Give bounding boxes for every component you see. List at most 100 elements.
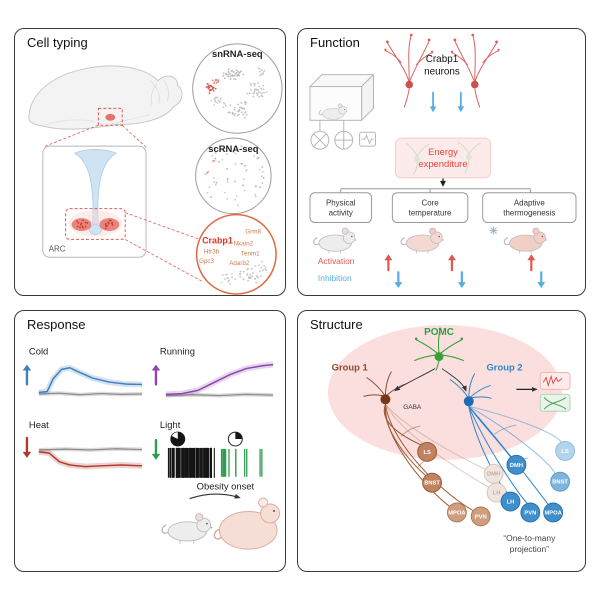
gaba-arrow-to-group2	[441, 368, 467, 392]
svg-text:Core: Core	[421, 199, 439, 208]
pomc-neuron-icon	[413, 327, 465, 371]
target-group2-dmh: DMH	[506, 454, 527, 475]
svg-text:MPOA: MPOA	[545, 510, 562, 516]
arc-region-highlight	[105, 113, 116, 121]
activation-label: Activation	[318, 256, 355, 266]
zoom-guide-right	[121, 124, 147, 148]
zoom-guide-left	[42, 124, 99, 148]
crabp1-neurons-label2: neurons	[424, 67, 460, 78]
response-illustration: Cold Running Heat Light Obesity onset	[22, 346, 280, 550]
svg-text:DMH: DMH	[487, 472, 500, 478]
target-group1-pvn: PVN	[470, 506, 491, 527]
snrnaseq-inset: snRNA-seq	[192, 43, 283, 134]
svg-text:PVN: PVN	[475, 514, 487, 520]
ephys-trace-icon	[539, 372, 571, 390]
respirometry-icon	[310, 120, 376, 150]
target-group2-bnst: BNST	[550, 471, 571, 492]
mouse-brain-icon	[28, 65, 183, 130]
svg-text:LH: LH	[493, 491, 501, 497]
obesity-arrow	[189, 493, 241, 500]
gene-label: Adarb2	[229, 260, 250, 267]
panel-response: Response Cold Running Heat Light Obesity…	[14, 310, 286, 572]
panel-title-function: Function	[310, 35, 360, 50]
energy-expenditure-label: Energy	[428, 146, 458, 157]
running-label: Running	[160, 346, 195, 357]
light-label: Light	[160, 419, 181, 430]
scrnaseq-label: scRNA-seq	[208, 143, 258, 154]
panel-structure: Structure	[297, 310, 586, 572]
target-group2-mpoa: MPOA	[543, 502, 564, 523]
svg-text:thermogenesis: thermogenesis	[503, 209, 555, 218]
target-group2-ls: LS	[555, 441, 575, 461]
panel-title-cell-typing: Cell typing	[27, 35, 88, 50]
crabp1-neuron-icon	[384, 33, 434, 108]
mouse-thermogenesis-icon	[503, 227, 548, 255]
svg-text:activity: activity	[329, 209, 353, 218]
coronal-section-icon: ARC	[42, 145, 147, 258]
target-group1-ls: LS	[417, 441, 438, 462]
group2-label: Group 2	[486, 362, 522, 373]
energy-expenditure-label2: expenditure	[418, 158, 467, 169]
structure-illustration: POMC Group 1 Group 2 GABA DMH LH LS BNST…	[327, 324, 575, 554]
svg-text:LH: LH	[507, 500, 515, 506]
inhibition-label: Inhibition	[318, 273, 352, 283]
outcome-box-adaptive-thermogenesis: Adaptive thermogenesis	[482, 192, 577, 224]
cell-typing-illustration: ARC snRNA-seq scRNA-seq Crabp1 Grm8 Nkai…	[28, 43, 283, 295]
outcome-box-core-temperature: Core temperature	[391, 192, 469, 224]
gene-label-crabp1: Crabp1	[202, 235, 233, 245]
faint-neuron-icons	[405, 141, 481, 176]
function-illustration: Crabp1 neurons Energy expenditure Physic…	[308, 33, 577, 289]
normal-mouse-icon	[161, 512, 213, 545]
obesity-onset-label: Obesity onset	[197, 481, 255, 492]
pomc-label: POMC	[424, 327, 454, 338]
target-group1-lh: LH	[486, 482, 507, 503]
sequencing-icon	[539, 393, 571, 412]
gene-label: Nkain2	[234, 240, 254, 247]
gene-label: Grm8	[245, 228, 261, 235]
snrnaseq-umap-dots	[205, 67, 268, 119]
crabp1-neurons-label: Crabp1	[426, 54, 459, 65]
target-group2-pvn: PVN	[520, 502, 541, 523]
outcome-box-physical-activity: Physical activity	[309, 192, 373, 224]
mouse-activity-icon	[313, 227, 357, 255]
gene-label: Gpc3	[199, 258, 214, 265]
brain-zoom-box	[97, 107, 123, 126]
target-group1-dmh: DMH	[483, 463, 504, 484]
obese-mouse-icon	[213, 497, 280, 550]
arc-label: ARC	[49, 244, 66, 253]
svg-text:BNST: BNST	[424, 481, 440, 487]
gene-label: Htr3b	[204, 248, 220, 255]
nucleus-ellipse	[327, 324, 563, 460]
projection-caption2: projection”	[510, 544, 550, 554]
scrnaseq-umap-dots	[204, 145, 265, 207]
scrnaseq-inset: scRNA-seq	[195, 137, 272, 215]
svg-text:DMH: DMH	[510, 463, 523, 469]
gene-guide-top	[125, 212, 200, 240]
group2-neuron-icon	[449, 373, 492, 407]
svg-text:PVN: PVN	[524, 510, 536, 516]
panel-title-structure: Structure	[310, 317, 363, 332]
svg-text:LS: LS	[561, 449, 569, 455]
target-group1-bnst: BNST	[422, 472, 442, 493]
target-group1-mpoa: MPOA	[446, 502, 467, 523]
svg-text:Adaptive: Adaptive	[514, 199, 545, 208]
light-cycle-icon	[227, 431, 243, 447]
svg-text:BNST: BNST	[552, 480, 568, 486]
gene-label: Tenm1	[241, 250, 260, 257]
gaba-arrow-to-group1	[394, 368, 436, 392]
gaba-label: GABA	[403, 404, 422, 411]
connector-lines	[340, 188, 531, 193]
svg-text:LS: LS	[423, 450, 431, 456]
gene-umap-dots	[220, 260, 268, 285]
energy-expenditure-box: Energy expenditure	[394, 137, 492, 179]
heat-label: Heat	[29, 419, 49, 430]
svg-text:Physical: Physical	[326, 199, 356, 208]
cold-label: Cold	[29, 346, 48, 357]
projection-caption: “One-to-many	[503, 533, 556, 543]
snowflake-icon	[489, 226, 498, 235]
gene-marker-inset: Crabp1 Grm8 Nkain2 Htr3b Tenm1 Gpc3 Adar…	[195, 213, 277, 295]
snrnaseq-label: snRNA-seq	[212, 48, 263, 59]
svg-text:temperature: temperature	[409, 209, 452, 218]
group1-neuron-icon	[363, 371, 408, 405]
